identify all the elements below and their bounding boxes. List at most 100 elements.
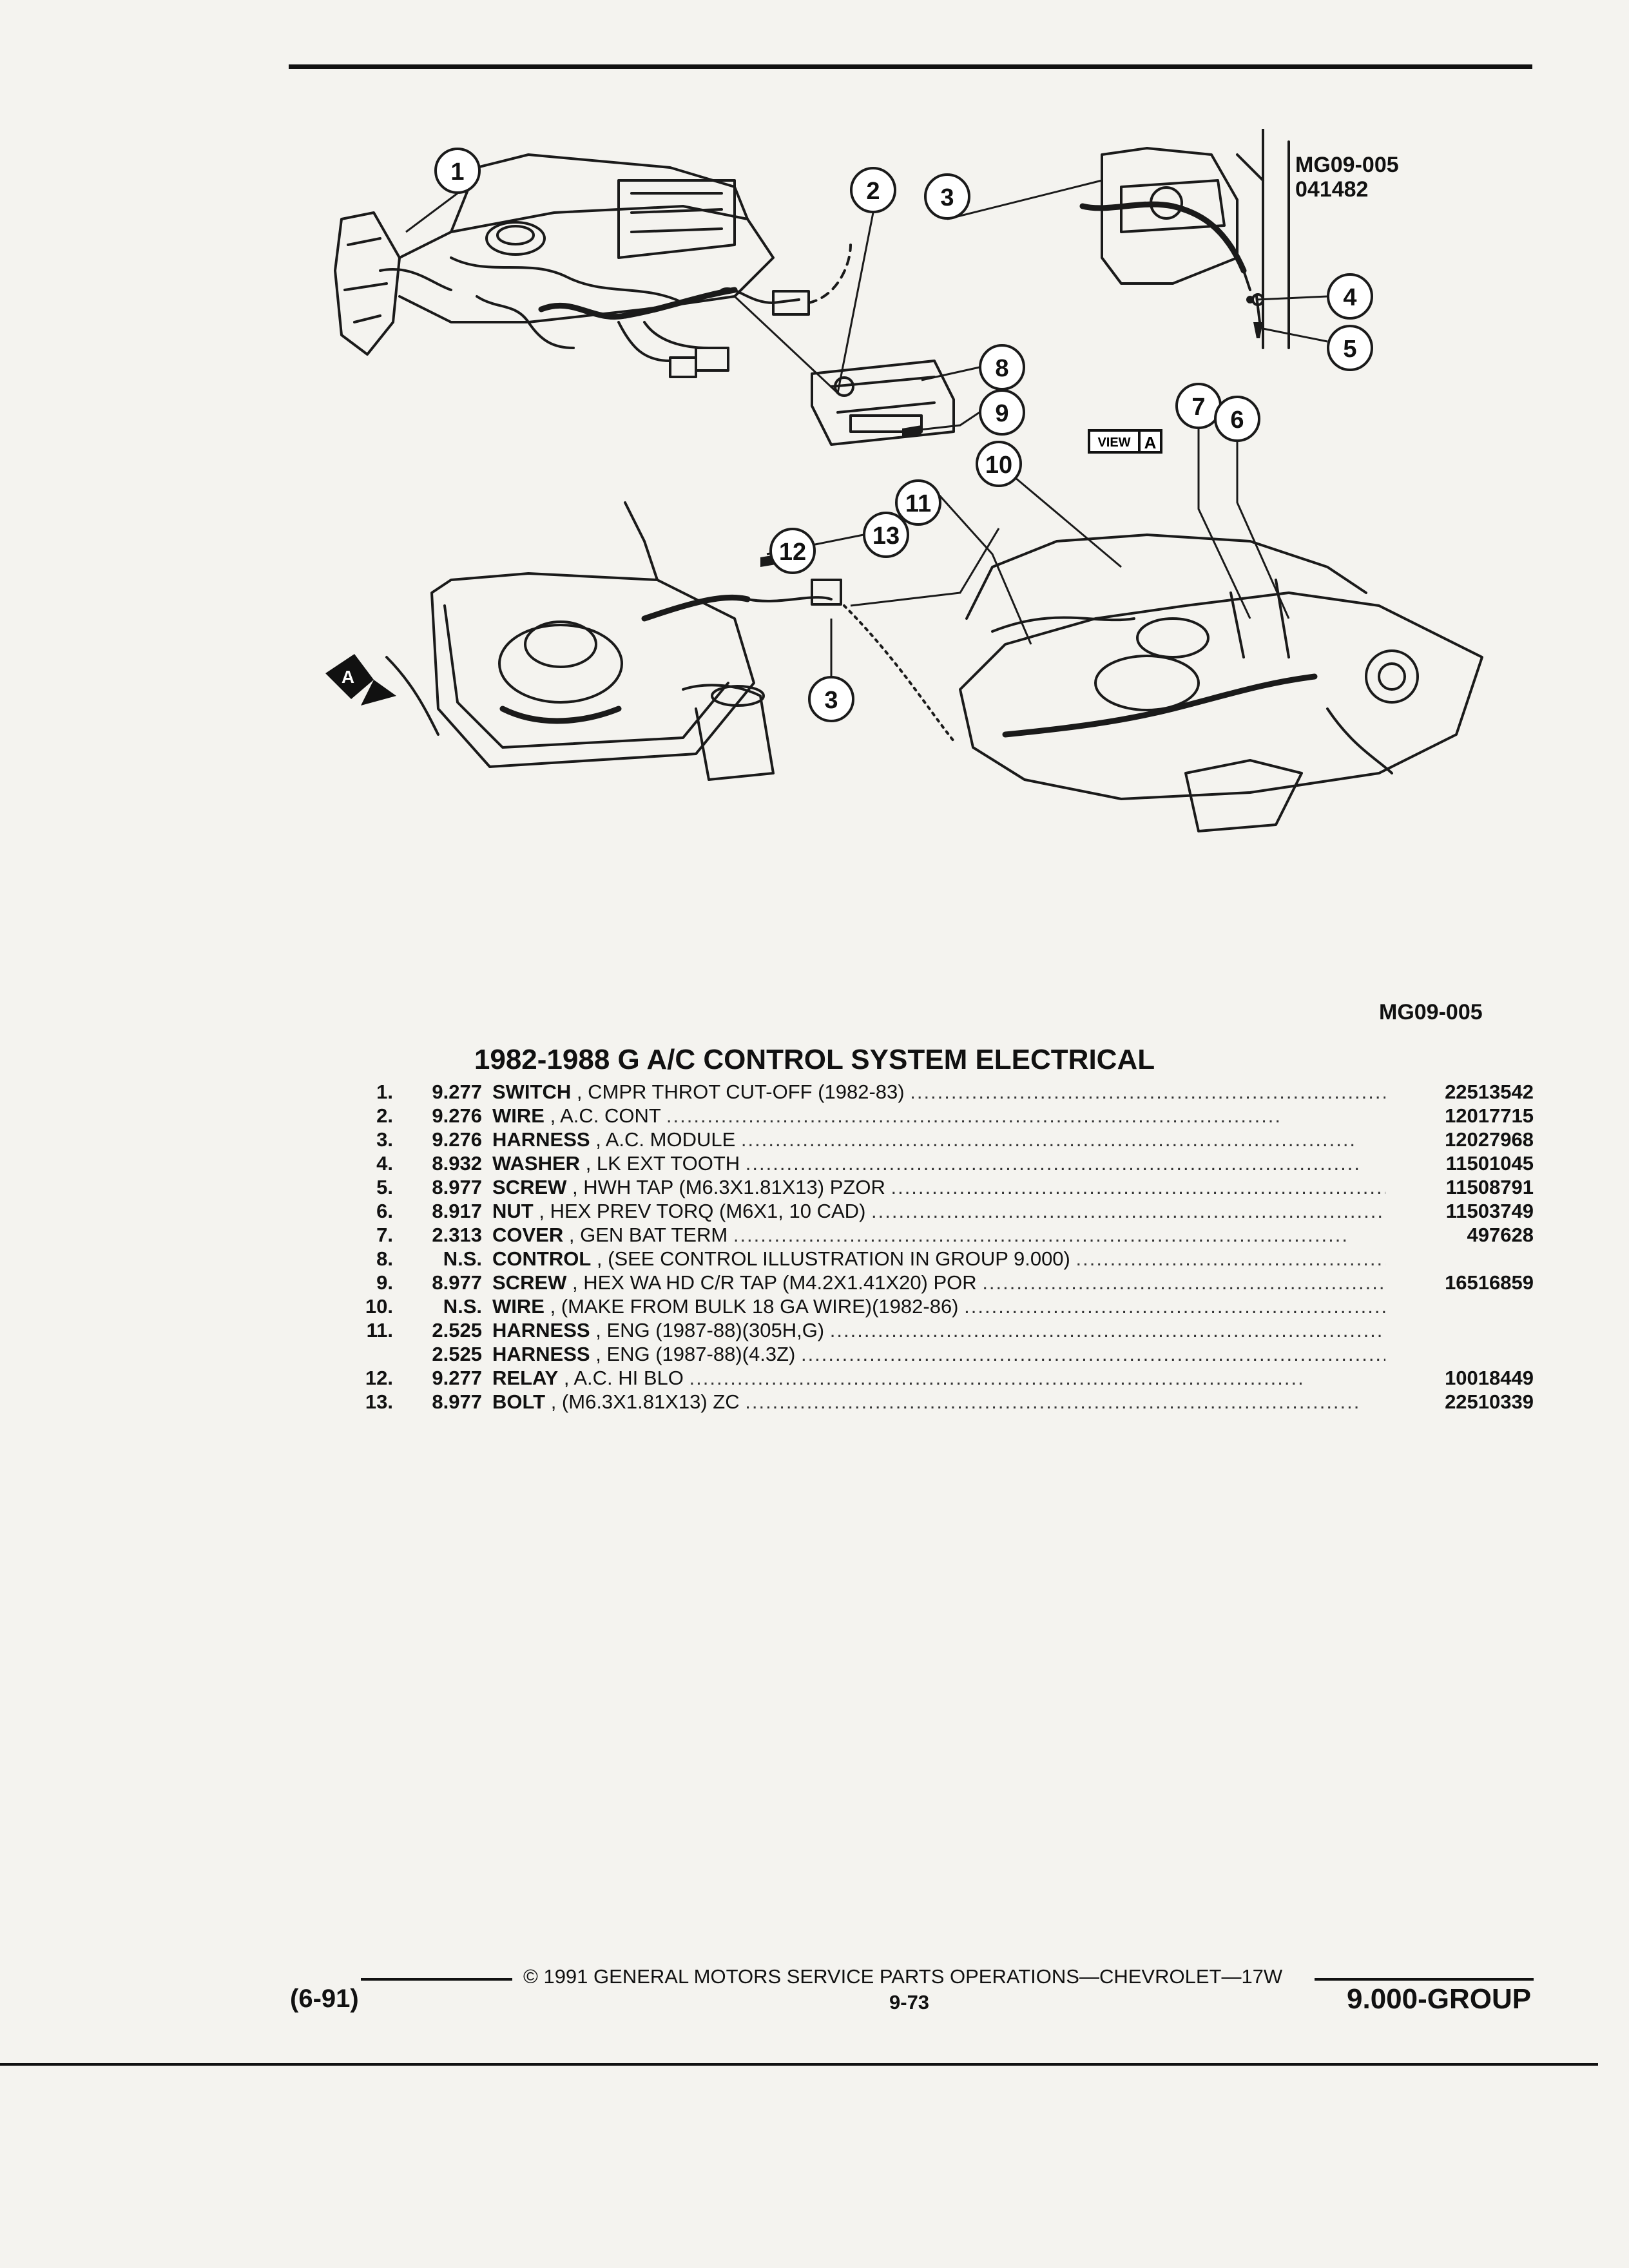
item-detail: , HEX PREV TORQ (M6X1, 10 CAD) [539, 1200, 866, 1222]
svg-text:A: A [1144, 433, 1157, 452]
group-number: 8.977 [432, 1390, 482, 1413]
callout-11: 11 [905, 490, 931, 517]
item-number [335, 1342, 405, 1366]
item-number: 11. [366, 1319, 393, 1341]
part-number: 12017715 [1445, 1104, 1534, 1127]
view-a-arrow: A [325, 654, 396, 706]
figure-id-bottom: MG09-005 [1379, 1000, 1483, 1024]
item-description: HARNESS , A.C. MODULE ..................… [492, 1128, 1385, 1151]
top-rule [289, 64, 1532, 69]
figure-id-top: MG09-005 [1295, 153, 1399, 177]
part-number: 11508791 [1445, 1176, 1534, 1198]
item-description: SWITCH , CMPR THROT CUT-OFF (1982-83) ..… [492, 1080, 1385, 1104]
parts-row: 10. N.S. WIRE , (MAKE FROM BULK 18 GA WIRE… [335, 1294, 1534, 1318]
item-name: WIRE [492, 1104, 545, 1127]
group-number: 9.277 [432, 1367, 482, 1389]
item-name: HARNESS [492, 1319, 590, 1341]
callout-7: 7 [1191, 394, 1205, 421]
item-detail: , (MAKE FROM BULK 18 GA WIRE)(1982-86) [550, 1295, 959, 1318]
view-a-drawing [1079, 129, 1290, 349]
item-description: SCREW , HEX WA HD C/R TAP (M4.2X1.41X20)… [492, 1271, 1385, 1294]
leader-dots: ........................................… [745, 1152, 1361, 1175]
part-number: 11503749 [1445, 1200, 1534, 1222]
dash-assembly-drawing [334, 153, 775, 356]
group-number: N.S. [443, 1247, 482, 1270]
part-number: 497628 [1467, 1224, 1534, 1246]
group-number: N.S. [443, 1295, 482, 1318]
item-name: HARNESS [492, 1343, 590, 1365]
group-number: 8.977 [432, 1271, 482, 1294]
item-number: 6. [376, 1200, 393, 1222]
group-number: 8.977 [432, 1176, 482, 1198]
item-detail: , HWH TAP (M6.3X1.81X13) PZOR [572, 1176, 885, 1198]
part-number: 10018449 [1445, 1367, 1534, 1389]
footer-group: 9.000-GROUP [1347, 1983, 1532, 2015]
item-detail: , (SEE CONTROL ILLUSTRATION IN GROUP 9.0… [596, 1247, 1070, 1270]
callout-8: 8 [995, 355, 1008, 382]
item-name: SWITCH [492, 1081, 572, 1103]
item-name: SCREW [492, 1271, 567, 1294]
part-number [1385, 1247, 1534, 1271]
leader-dots: ........................................… [871, 1200, 1385, 1222]
footer-copyright: © 1991 GENERAL MOTORS SERVICE PARTS OPER… [523, 1965, 1283, 1988]
item-number: 7. [376, 1224, 393, 1246]
part-number [1385, 1318, 1534, 1342]
item-number: 9. [376, 1271, 393, 1294]
item-description: WIRE , A.C. CONT .......................… [492, 1104, 1385, 1128]
item-description: SCREW , HWH TAP (M6.3X1.81X13) PZOR ....… [492, 1175, 1385, 1199]
item-description: CONTROL , (SEE CONTROL ILLUSTRATION IN G… [492, 1247, 1385, 1271]
leader-dots: ........................................… [800, 1343, 1385, 1365]
item-detail: , A.C. CONT [550, 1104, 661, 1127]
item-number: 10. [365, 1295, 393, 1318]
leader-dots: ........................................… [745, 1390, 1361, 1413]
callout-13: 13 [872, 523, 900, 550]
item-name: COVER [492, 1224, 564, 1246]
bottom-rule [0, 2063, 1598, 2066]
leader-dots: ........................................… [689, 1367, 1305, 1389]
callout-10: 10 [985, 452, 1012, 479]
group-number: 2.525 [432, 1319, 482, 1341]
leader-dots: ........................................… [666, 1104, 1282, 1127]
blower-case-drawing [385, 501, 842, 781]
page-title: 1982-1988 G A/C CONTROL SYSTEM ELECTRICA… [474, 1044, 1155, 1075]
callout-5: 5 [1343, 336, 1356, 363]
item-detail: , HEX WA HD C/R TAP (M4.2X1.41X20) POR [572, 1271, 977, 1294]
item-description: NUT , HEX PREV TORQ (M6X1, 10 CAD) .....… [492, 1199, 1385, 1223]
group-number: 2.313 [432, 1224, 482, 1246]
item-detail: , ENG (1987-88)(4.3Z) [595, 1343, 796, 1365]
item-number: 2. [376, 1104, 393, 1127]
parts-list: 1. 9.277 SWITCH , CMPR THROT CUT-OFF (1982… [335, 1080, 1534, 1414]
item-name: HARNESS [492, 1128, 590, 1151]
exploded-illustration: 1 2 3 4 5 8 9 13 10 7 6 12 11 3 VIEW A A [325, 129, 1483, 832]
item-name: WASHER [492, 1152, 581, 1175]
callout-6: 6 [1230, 407, 1244, 434]
leader-dots: ........................................… [829, 1319, 1385, 1341]
item-description: BOLT , (M6.3X1.81X13) ZC ...............… [492, 1390, 1385, 1414]
group-number: 9.276 [432, 1128, 482, 1151]
group-number: 9.277 [432, 1081, 482, 1103]
item-number: 1. [376, 1081, 393, 1103]
item-name: SCREW [492, 1176, 567, 1198]
callout-numbers: 1 2 3 4 5 8 9 13 10 7 6 12 11 3 [450, 159, 1356, 714]
item-description: WIRE , (MAKE FROM BULK 18 GA WIRE)(1982-… [492, 1294, 1385, 1318]
item-detail: , CMPR THROT CUT-OFF (1982-83) [576, 1081, 905, 1103]
footer-date: (6-91) [290, 1984, 359, 2013]
callout-3-lower: 3 [824, 687, 838, 714]
item-name: NUT [492, 1200, 534, 1222]
leader-dots: ........................................… [891, 1176, 1385, 1198]
leader-dots: ........................................… [910, 1081, 1385, 1103]
part-number [1385, 1342, 1534, 1366]
item-name: CONTROL [492, 1247, 592, 1270]
leader-dots: ........................................… [733, 1224, 1349, 1246]
footer-rule-left [361, 1978, 512, 1981]
item-detail: , (M6.3X1.81X13) ZC [550, 1390, 740, 1413]
callout-2: 2 [866, 178, 880, 205]
leader-dots: ........................................… [982, 1271, 1385, 1294]
svg-text:A: A [342, 667, 354, 687]
